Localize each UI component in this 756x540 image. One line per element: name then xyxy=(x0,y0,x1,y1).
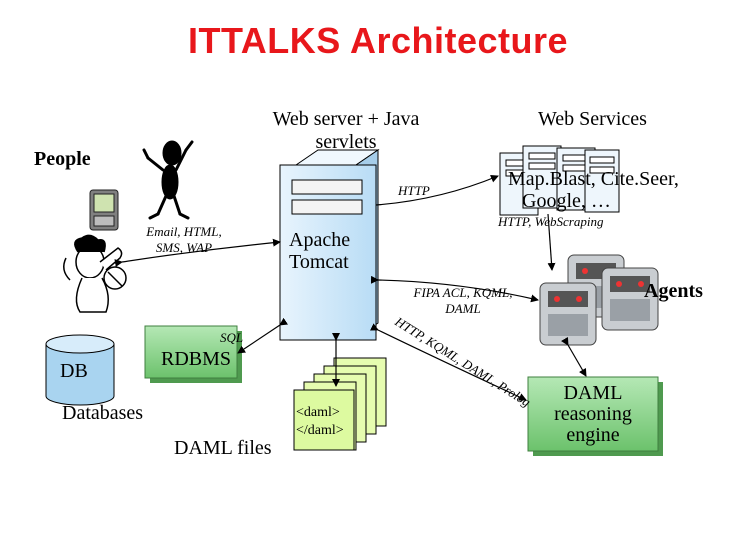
edge-label-sql: SQL xyxy=(220,330,244,345)
database-cylinder-icon xyxy=(45,334,115,406)
reasoning-line1: DAML xyxy=(563,382,623,404)
edge-label-fipa-line1: FIPA ACL, KQML, xyxy=(413,285,513,300)
reasoning-engine-label: DAML reasoning engine xyxy=(528,383,658,446)
edge-label-email: Email, HTML, SMS, WAP xyxy=(136,224,232,256)
server-tower-icon xyxy=(279,149,380,341)
mapblast-line1: Map.Blast, Cite.Seer, xyxy=(508,168,679,190)
mapblast-label: Map.Blast, Cite.Seer, Google, … xyxy=(508,168,679,212)
edge-label-http-webscraping: HTTP, WebScraping xyxy=(498,214,604,229)
db-label: DB xyxy=(60,360,88,382)
rdbms-label: RDBMS xyxy=(161,348,232,370)
people-label: People xyxy=(34,148,91,170)
reasoning-line3: engine xyxy=(566,424,620,446)
databases-label: Databases xyxy=(62,402,144,424)
edge-label-http: HTTP xyxy=(398,183,430,198)
agents-label: Agents xyxy=(644,280,703,302)
daml-open-tag: <daml> xyxy=(296,405,340,420)
web-server-line2: servlets xyxy=(315,131,377,153)
web-server-line1: Web server + Java xyxy=(272,108,420,130)
edge-reasoning xyxy=(369,323,527,401)
edge-label-email-line2: SMS, WAP xyxy=(155,240,213,255)
web-server-label: Web server + Java servlets xyxy=(258,108,434,154)
edge-http-webscraping xyxy=(547,213,556,271)
edge-agents-reasoning xyxy=(561,336,587,377)
daml-close-tag: </daml> xyxy=(296,423,344,438)
daml-doc-text: <daml> </daml> xyxy=(296,404,344,440)
phone-person-icon xyxy=(63,234,127,313)
edge-label-fipa: FIPA ACL, KQML, DAML xyxy=(404,285,522,317)
edge-email xyxy=(114,238,281,268)
mapblast-line2: Google, … xyxy=(522,190,611,212)
person-icon xyxy=(142,140,194,220)
apache-line1: Apache xyxy=(289,229,351,251)
rdbms-box xyxy=(144,325,242,383)
page-title: ITTALKS Architecture xyxy=(187,20,569,61)
reasoning-engine-box xyxy=(527,376,663,456)
edge-label-http-kqml: HTTP, KQML, DAML, Prolog xyxy=(392,313,534,410)
edge-sql xyxy=(237,317,289,354)
daml-files-label: DAML files xyxy=(174,437,272,459)
apache-line2: Tomcat xyxy=(289,251,349,273)
agent-robots-icon xyxy=(539,254,659,346)
daml-document-stack xyxy=(293,357,387,451)
web-services-label: Web Services xyxy=(538,108,647,130)
edge-label-email-line1: Email, HTML, xyxy=(146,224,222,239)
edge-label-fipa-line2: DAML xyxy=(445,301,481,316)
reasoning-line2: reasoning xyxy=(554,403,632,425)
web-services-servers-icon xyxy=(499,145,620,216)
pda-icon xyxy=(89,189,119,231)
edge-http xyxy=(375,174,499,206)
apache-tomcat-label: Apache Tomcat xyxy=(289,229,350,273)
edge-fipa xyxy=(370,275,539,303)
